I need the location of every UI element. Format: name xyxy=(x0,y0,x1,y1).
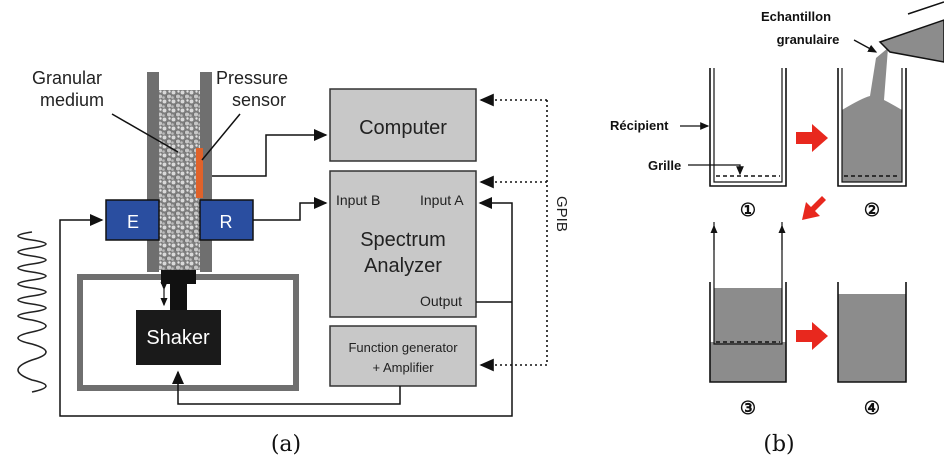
grid-pointer xyxy=(688,164,744,176)
receiver-to-analyzer-line xyxy=(253,197,328,221)
pressure-sensor-pointer xyxy=(201,113,241,161)
shaker-label: Shaker xyxy=(146,327,210,349)
panel-a: Shaker E R Granular medium Pressure sens… xyxy=(17,68,570,457)
container-step-3 xyxy=(709,222,787,383)
piston-rod xyxy=(170,284,187,312)
spectrum-label: Spectrum xyxy=(360,229,446,251)
computer-box xyxy=(329,88,477,162)
caption-b: (b) xyxy=(763,432,794,457)
tube-left-wall xyxy=(147,72,159,272)
shaker-box xyxy=(136,310,221,365)
receiver-label: R xyxy=(220,212,233,232)
gpib-label: GPIB xyxy=(553,196,570,232)
emitter-drive-line xyxy=(59,214,513,417)
generator-to-shaker-line xyxy=(172,370,401,405)
granular-medium-label-2: medium xyxy=(40,90,104,110)
step-1-label: ① xyxy=(740,200,756,220)
red-arrow-3-4 xyxy=(796,322,828,350)
function-generator-label: Function generator xyxy=(348,340,458,355)
granular-column xyxy=(159,90,200,270)
computer-label: Computer xyxy=(359,117,447,139)
sensor-to-computer-line xyxy=(212,129,328,177)
container-step-4 xyxy=(837,282,907,383)
step-4-label: ④ xyxy=(864,398,880,418)
amplifier-label: + Amplifier xyxy=(372,360,434,375)
sample-pointer xyxy=(853,39,878,53)
pressure-sensor-label-2: sensor xyxy=(232,90,286,110)
input-b-label: Input B xyxy=(336,192,380,208)
analyzer-label: Analyzer xyxy=(364,255,442,277)
emitter-transducer xyxy=(105,199,160,241)
caption-a: (a) xyxy=(271,432,301,457)
input-a-label: Input A xyxy=(420,192,464,208)
pressure-sensor xyxy=(196,148,203,198)
grid-label: Grille xyxy=(648,158,681,173)
piston-head xyxy=(161,270,196,284)
step-3-label: ③ xyxy=(740,398,756,418)
output-label: Output xyxy=(420,293,462,309)
container-label: Récipient xyxy=(610,118,669,133)
red-arrow-1-2 xyxy=(796,124,828,152)
container-step-2 xyxy=(837,48,907,187)
sample-pourer-icon xyxy=(878,19,944,63)
function-generator-box xyxy=(329,325,477,387)
sample-label: Echantillon xyxy=(761,9,831,24)
step-2-label: ② xyxy=(864,200,880,220)
container-step-1 xyxy=(709,68,787,187)
granular-medium-pointer xyxy=(111,113,179,153)
granular-medium-label: Granular xyxy=(32,68,102,88)
pressure-sensor-label: Pressure xyxy=(216,68,288,88)
panel-b: Récipient Grille ① Echantillon granulair… xyxy=(610,1,944,457)
spectrum-analyzer-box xyxy=(329,170,477,318)
sample-pourer-edge xyxy=(907,1,944,15)
receiver-transducer xyxy=(199,199,254,241)
input-a-feedback-line xyxy=(478,197,513,302)
emitter-label: E xyxy=(127,212,139,232)
sample-label-2: granulaire xyxy=(777,32,840,47)
excitation-wave-icon xyxy=(17,231,47,393)
red-arrow-2-3 xyxy=(802,196,826,220)
